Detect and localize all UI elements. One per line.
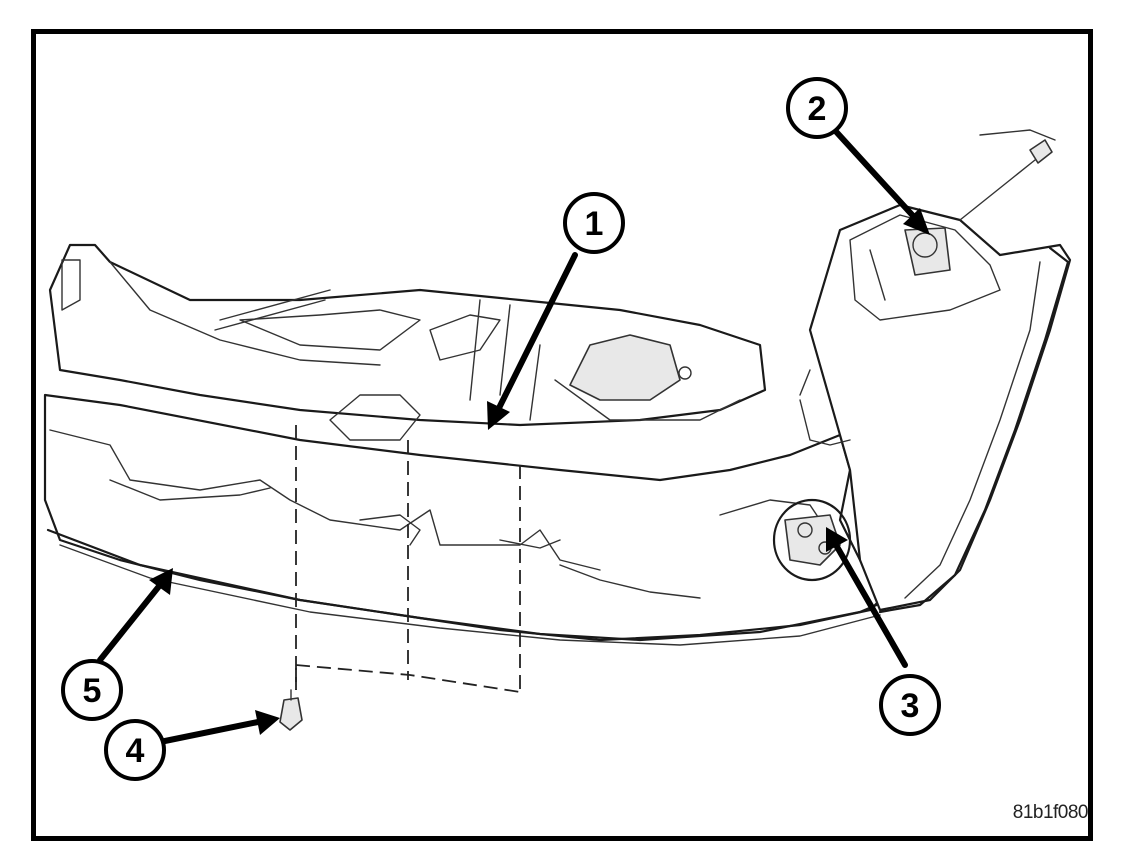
push-pin-fastener <box>279 689 303 731</box>
upper-support-structure <box>48 243 767 441</box>
bumper-fascia <box>43 393 902 646</box>
callout-3-label: 3 <box>901 687 920 725</box>
leader-arrows <box>97 122 930 745</box>
figure-id-label: 81b1f080 <box>1012 802 1089 823</box>
callout-1-label: 1 <box>585 205 604 243</box>
callout-5-label: 5 <box>83 672 102 710</box>
callout-4: 4 <box>104 719 166 781</box>
callout-1: 1 <box>563 192 625 254</box>
callout-2-label: 2 <box>808 90 827 128</box>
callout-2: 2 <box>786 77 848 139</box>
callout-3: 3 <box>879 674 941 736</box>
shield-guides <box>295 425 521 695</box>
callout-5: 5 <box>61 659 123 721</box>
callout-4-label: 4 <box>126 732 145 770</box>
